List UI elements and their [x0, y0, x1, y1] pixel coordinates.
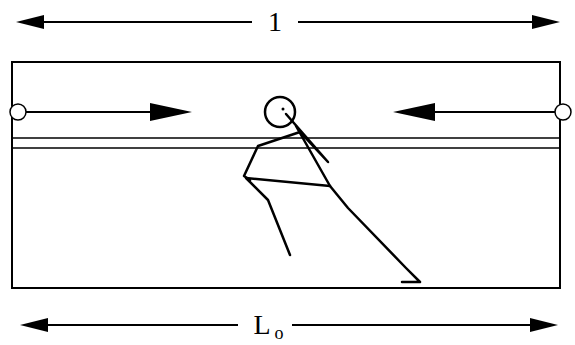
end-marker	[555, 104, 571, 120]
stick-figure	[244, 97, 420, 282]
dimension-arrow	[16, 15, 560, 29]
dimension-arrow	[20, 318, 558, 332]
dimension-label: 1	[268, 8, 282, 36]
pole	[12, 138, 560, 148]
dimension-label: L	[254, 311, 271, 339]
subscript-label: o	[275, 324, 284, 342]
frame-box	[12, 62, 560, 288]
end-marker	[10, 104, 26, 120]
